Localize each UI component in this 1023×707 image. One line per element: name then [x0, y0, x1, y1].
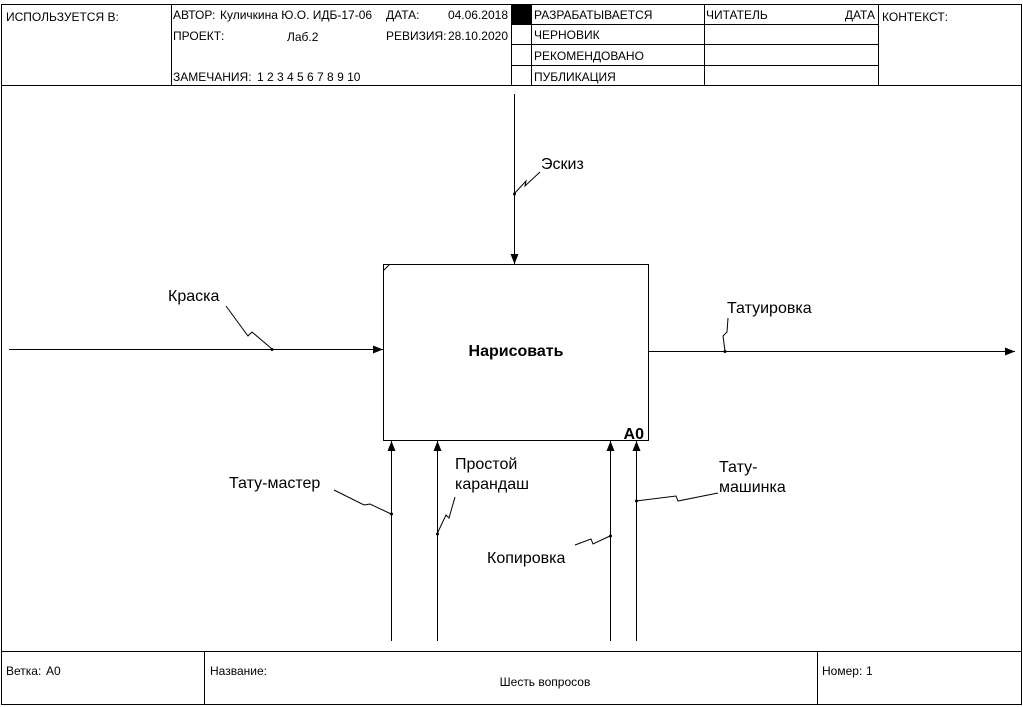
status-marker-filled	[512, 5, 531, 24]
label-control[interactable]: Эскиз	[541, 156, 584, 173]
revision-value: 28.10.2020	[448, 29, 508, 43]
label-input[interactable]: Краска	[168, 288, 219, 305]
activity-name: Нарисовать	[469, 343, 564, 360]
revision-label: РЕВИЗИЯ:	[386, 29, 447, 43]
status-developing: РАЗРАБАТЫВАЕТСЯ	[534, 8, 652, 22]
junction-dot	[723, 350, 727, 353]
junction-dot	[513, 192, 516, 196]
leader-control	[513, 171, 541, 195]
junction-dot	[609, 534, 612, 538]
number-label: Номер:	[822, 664, 862, 678]
reader-date-label: ДАТА	[845, 8, 875, 22]
author-value: Куличкина Ю.О. ИДБ-17-06	[220, 8, 372, 22]
reader-label: ЧИТАТЕЛЬ	[706, 8, 768, 22]
number-value: 1	[866, 664, 873, 678]
label-mechanism-2[interactable]: Простой карандаш	[455, 456, 529, 493]
branch-label: Ветка:	[6, 664, 41, 678]
project-value: Лаб.2	[287, 30, 319, 44]
date-label: ДАТА:	[386, 8, 419, 22]
diagram-title: Шесть вопросов	[500, 675, 591, 689]
leader-output	[722, 317, 729, 352]
project-label: ПРОЕКТ:	[173, 29, 224, 43]
footer-block	[1, 651, 1022, 705]
activity-node-number: A0	[624, 426, 645, 443]
leader-mechanism-4	[635, 492, 719, 502]
label-line: карандаш	[455, 476, 529, 493]
label-line: машинка	[719, 479, 786, 496]
leader-mechanism-1	[333, 489, 392, 515]
label-line: Тату-	[719, 459, 757, 476]
status-draft: ЧЕРНОВИК	[534, 28, 600, 42]
used-in-label: ИСПОЛЬЗУЕТСЯ В:	[6, 10, 119, 24]
leader-mechanism-2	[436, 496, 456, 535]
notes-value: 1 2 3 4 5 6 7 8 9 10	[257, 70, 361, 84]
label-output[interactable]: Татуировка	[727, 300, 812, 317]
label-mechanism-3[interactable]: Копировка	[487, 550, 565, 567]
junction-dot	[270, 348, 274, 351]
branch-value: A0	[46, 664, 61, 678]
label-mechanism-4[interactable]: Тату-машинка	[719, 459, 786, 496]
author-label: АВТОР:	[173, 8, 215, 22]
status-publication: ПУБЛИКАЦИЯ	[534, 70, 616, 84]
name-label: Название:	[210, 664, 267, 678]
label-line: Простой	[455, 456, 517, 473]
leader-input	[225, 305, 273, 350]
label-mechanism-1[interactable]: Тату-мастер	[229, 475, 320, 492]
status-recommended: РЕКОМЕНДОВАНО	[534, 49, 644, 63]
leader-mechanism-3	[574, 535, 611, 546]
date-value: 04.06.2018	[448, 8, 508, 22]
junction-dot	[436, 532, 439, 536]
context-label: КОНТЕКСТ:	[882, 10, 948, 24]
header-block	[1, 4, 1022, 705]
junction-dot	[635, 499, 638, 503]
junction-dot	[390, 512, 393, 516]
notes-label: ЗАМЕЧАНИЯ:	[173, 70, 252, 84]
activity-box[interactable]: Нарисовать A0	[383, 264, 649, 444]
